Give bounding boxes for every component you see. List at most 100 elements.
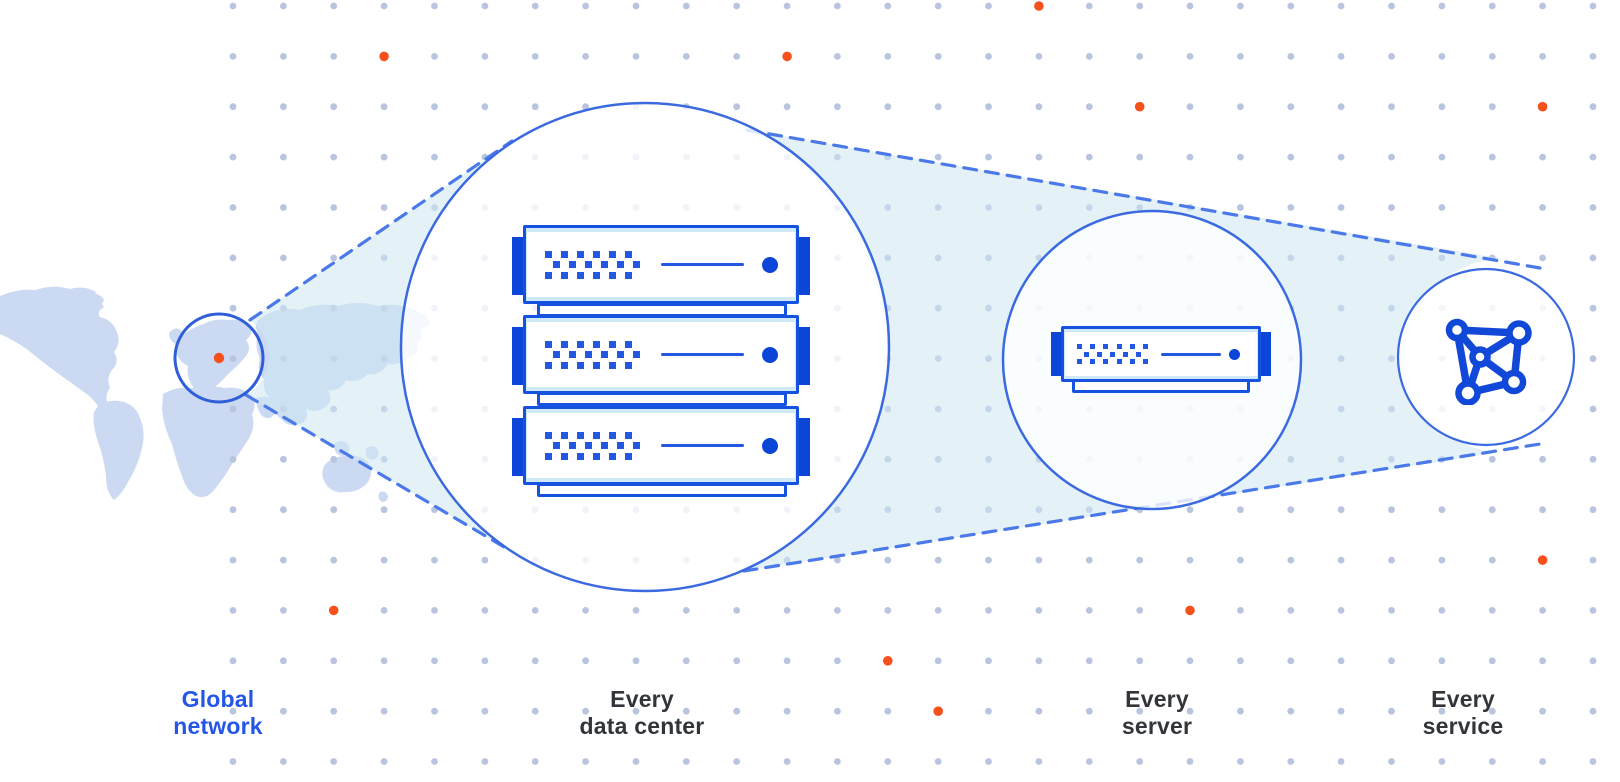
vent-square [577, 271, 584, 279]
grid-dot [229, 204, 237, 211]
grid-dot [582, 607, 589, 614]
grid-dot [1085, 2, 1093, 10]
vent-square [1083, 351, 1089, 357]
grid-dot [330, 758, 338, 765]
grid-dot [783, 2, 791, 10]
caption-line: Global [181, 686, 255, 712]
grid-dot [280, 758, 287, 765]
grid-dot [934, 607, 942, 614]
vent-square [553, 261, 560, 268]
grid-dot [1388, 506, 1395, 514]
caption-every-service: Every service [1293, 686, 1620, 740]
caption-every-server: Every server [987, 686, 1327, 740]
grid-dot [985, 657, 992, 665]
grid-dot [985, 2, 992, 10]
vent-square [601, 442, 608, 449]
grid-dot [1589, 2, 1597, 10]
server-unit [512, 225, 810, 304]
grid-dot [1035, 657, 1043, 665]
grid-dot [1488, 2, 1496, 10]
grid-dot [1589, 53, 1597, 60]
grid-dot [1488, 707, 1496, 715]
vent-square [625, 452, 632, 460]
vent-square [1136, 351, 1142, 357]
status-led-icon [762, 346, 778, 363]
grid-dot [380, 204, 388, 211]
grid-dot [682, 607, 690, 614]
grid-dot [380, 758, 388, 765]
grid-dot [1388, 204, 1395, 211]
grid-dot [1287, 53, 1295, 60]
grid-dot [1035, 707, 1043, 715]
grid-dot [834, 103, 841, 111]
vent-square [1077, 359, 1082, 364]
vent-square [545, 361, 552, 369]
grid-dot [834, 758, 841, 765]
grid-dot [380, 657, 388, 665]
vent-dot-matrix-icon [545, 431, 641, 460]
vent-square [1143, 359, 1148, 364]
vent-square [1116, 344, 1122, 349]
grid-dot [985, 53, 992, 60]
grid-dot [1539, 254, 1546, 262]
grid-dot [834, 707, 841, 715]
dashed-line-upper-right [745, 128, 1542, 270]
grid-dot [481, 556, 489, 564]
grid-dot [1035, 556, 1043, 564]
grid-dot [431, 103, 438, 111]
server-mount-ear-right [797, 237, 810, 295]
grid-dot [733, 103, 741, 111]
vent-square [1123, 351, 1129, 357]
grid-dot [531, 103, 539, 111]
grid-dot [531, 53, 539, 60]
grid-dot [1438, 556, 1446, 564]
grid-dot [1237, 707, 1244, 715]
grid-dot [1237, 204, 1244, 211]
grid-dot [229, 405, 237, 413]
grid-dot [834, 53, 841, 60]
grid-dot [1186, 506, 1194, 514]
grid-dot [884, 707, 892, 715]
grid-dot [1589, 607, 1597, 614]
grid-dot [1337, 2, 1345, 10]
vent-square [1103, 344, 1109, 349]
server-faceplate [527, 232, 795, 297]
server-unit [1051, 326, 1271, 382]
grid-dot [834, 2, 841, 10]
grid-dot [531, 2, 539, 10]
grid-dot [1287, 657, 1295, 665]
grid-dot [481, 707, 489, 715]
grid-dot [229, 2, 237, 10]
grid-dot [1438, 506, 1446, 514]
grid-dot [1237, 506, 1244, 514]
vent-square [593, 452, 600, 460]
grid-dot [229, 53, 237, 60]
vent-square [577, 452, 584, 460]
accent-dot [1034, 1, 1044, 11]
vent-square [561, 250, 568, 258]
grid-dot [1337, 607, 1345, 614]
vent-square [577, 361, 584, 369]
dashed-line-lower-left [244, 393, 513, 553]
vent-square [609, 250, 616, 258]
grid-dot [280, 204, 287, 211]
grid-dot [330, 455, 338, 463]
accent-dot [379, 51, 389, 62]
grid-dot [834, 657, 841, 665]
grid-dot [330, 53, 338, 60]
vent-square [585, 351, 592, 358]
mesh-nodes [1445, 318, 1532, 405]
server-mount-ear-left [512, 418, 525, 476]
grid-dot [1337, 103, 1345, 111]
grid-dot [330, 103, 338, 111]
grid-dot [682, 53, 690, 60]
grid-dot [531, 607, 539, 614]
status-line-icon [661, 263, 744, 266]
grid-dot [330, 2, 338, 10]
grid-dot [1488, 657, 1496, 665]
vent-square [545, 271, 552, 279]
accent-dot [1537, 101, 1548, 112]
vent-square [625, 340, 632, 348]
grid-dot [380, 607, 388, 614]
